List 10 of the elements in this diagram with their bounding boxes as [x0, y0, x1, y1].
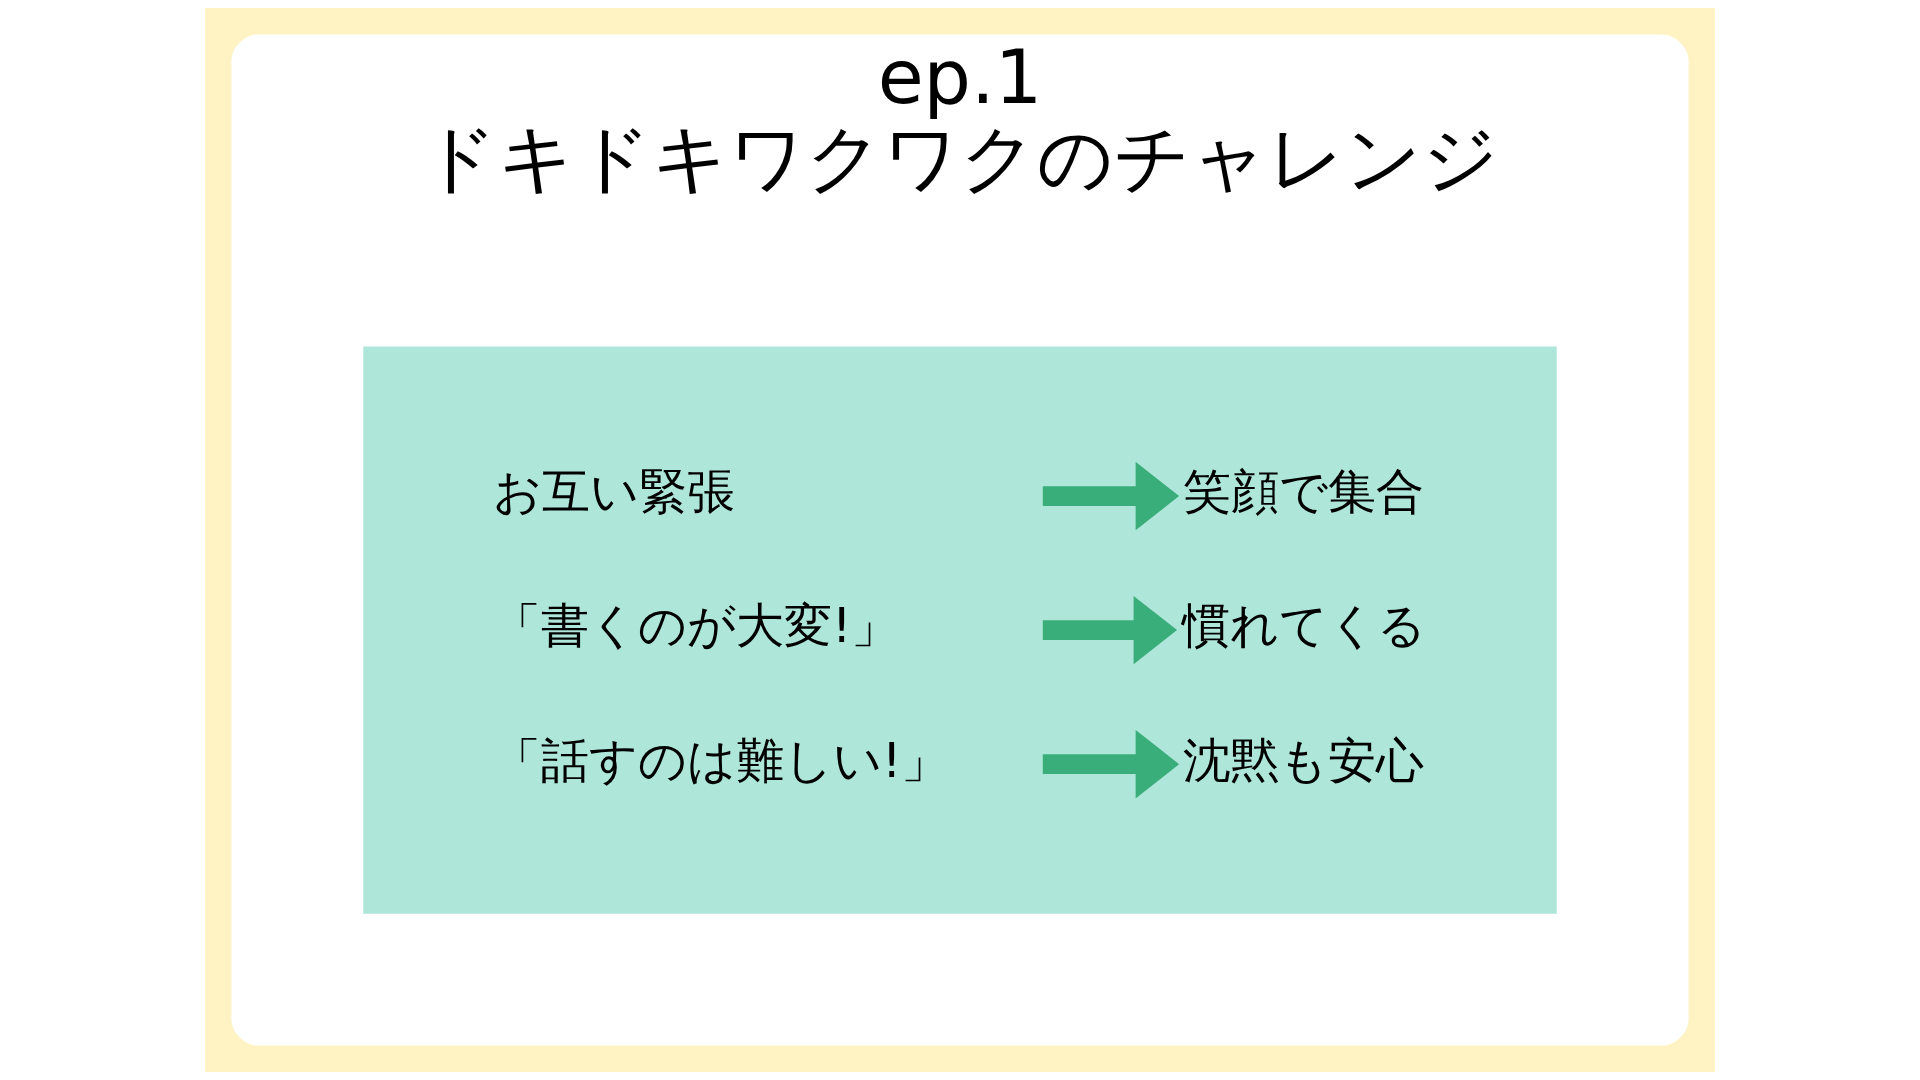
- node-text: 慣れてくる: [1181, 597, 1426, 654]
- arrow: [1042, 461, 1180, 531]
- node-text: 沈黙も安心: [1183, 731, 1425, 788]
- cluster: [363, 346, 1557, 914]
- node-text: 笑顔で集合: [1183, 463, 1425, 520]
- arrow: [1042, 595, 1178, 665]
- arrow: [1042, 729, 1180, 799]
- node-text: 「書くのが大変!」: [492, 597, 900, 654]
- node-text: お互い緊張: [492, 463, 735, 520]
- node-text: 「話すのは難しい!」: [492, 731, 950, 788]
